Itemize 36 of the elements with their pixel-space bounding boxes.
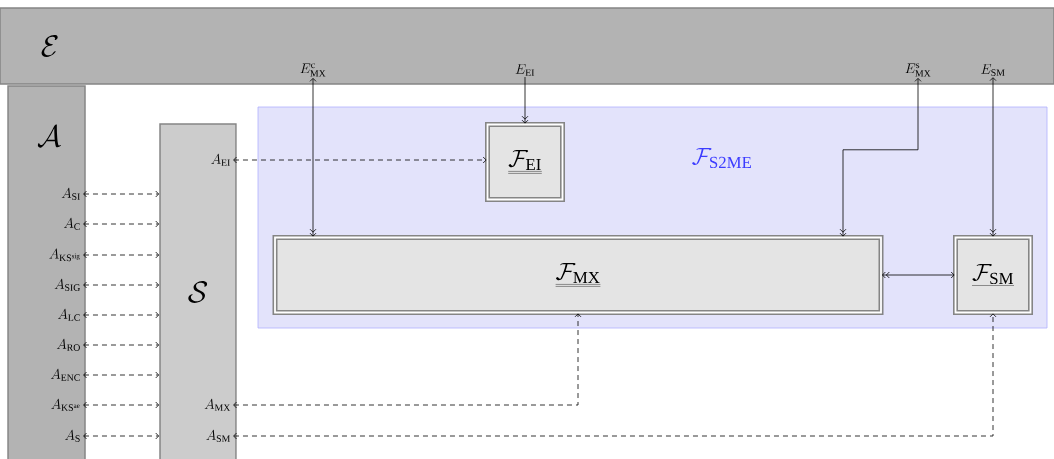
port-label: $A_{\mathrm{C}}$: [63, 217, 80, 230]
port-label: $E^{\mathrm{c}}_{\mathrm{MX}}$: [300, 63, 326, 77]
arrow: [83, 251, 160, 259]
arrow: [233, 313, 997, 440]
port-label: $E_{\mathrm{SM}}$: [981, 64, 1005, 76]
port-label: $A_{\mathrm{SI}}$: [61, 187, 80, 200]
port-label: $A_{\mathrm{SIG}}$: [54, 278, 80, 291]
function-box: $\underline{\underline{\mathcal{F}_{\mathrm{EI}}}}$: [485, 122, 565, 202]
arrow: [882, 271, 955, 279]
port-label: $A_{\mathrm{LC}}$: [58, 308, 80, 321]
function-box: $\underline{\underline{\mathcal{F}_{\mathrm{MX}}}}$: [272, 235, 884, 315]
arrow: [83, 220, 160, 228]
arrow: [83, 432, 160, 440]
arrow: [83, 401, 160, 409]
arrow: [309, 77, 317, 237]
function-box: $\underline{\mathcal{F}_{\mathrm{SM}}}$: [953, 235, 1033, 315]
port-label: $A_{\mathrm{MX}}$: [204, 398, 231, 411]
port-label: $A_{\mathrm{S}}$: [65, 429, 80, 442]
arrow: [83, 341, 160, 349]
arrow: [83, 371, 160, 379]
port-label: $A_{\mathrm{SM}}$: [206, 429, 230, 442]
port-label: $E_{\mathrm{EI}}$: [515, 64, 535, 76]
arrow: [83, 281, 160, 289]
arrow: [233, 156, 487, 164]
arrow: [839, 77, 922, 237]
arrow: [233, 313, 582, 409]
port-label: $A_{\mathrm{EI}}$: [211, 153, 230, 166]
arrow: [83, 311, 160, 319]
arrow: [521, 76, 529, 124]
arrow: [989, 77, 997, 237]
port-label: $E^{\mathrm{s}}_{\mathrm{MX}}$: [905, 63, 931, 77]
arrow: [83, 190, 160, 198]
port-label: $A_{\mathrm{KS^{sig}}}$: [49, 248, 80, 262]
port-label: $A_{\mathrm{ENC}}$: [50, 368, 80, 381]
port-label: $A_{\mathrm{KS^{ae}}}$: [51, 398, 80, 411]
port-label: $A_{\mathrm{RO}}$: [56, 338, 80, 351]
